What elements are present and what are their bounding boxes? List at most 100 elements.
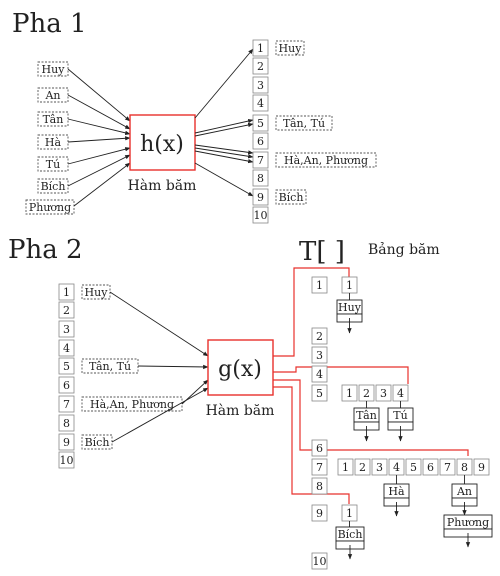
hash-function-h-box — [129, 114, 196, 171]
phase2-slot-column: 1 2 3 4 5 6 7 8 9 10 — [58, 283, 75, 469]
p2-slot-10: 10 — [60, 454, 74, 467]
table-row-9: 9 — [316, 507, 323, 520]
p1-slot-7: 7 — [257, 154, 264, 167]
p1-slot-6: 6 — [257, 135, 264, 148]
p2-value-slot-9: Bích — [85, 436, 110, 449]
table-row-6: 6 — [316, 442, 323, 455]
table-connectors — [273, 267, 469, 504]
hash-function-h-label: h(x) — [140, 132, 184, 157]
sub7-cell-5: 5 — [410, 461, 417, 474]
p2-slot-8: 8 — [63, 417, 70, 430]
hash-function-h-caption: Hàm băm — [128, 177, 197, 194]
phase1-output-arrows — [194, 48, 254, 197]
table-row-10: 10 — [313, 555, 327, 568]
input-phuong: Phương — [29, 201, 71, 214]
p2-slot-7: 7 — [63, 398, 70, 411]
bucket-phuong-label: Phương — [447, 516, 489, 529]
sub7-cell-3: 3 — [376, 461, 383, 474]
p2-slot-6: 6 — [63, 379, 70, 392]
input-an: An — [44, 89, 60, 102]
sub1-cell-1: 1 — [346, 279, 353, 292]
hash-table-caption: Bảng băm — [368, 241, 440, 258]
bucket-node-ha: Hà — [383, 483, 410, 517]
phase1-input-arrows — [67, 68, 131, 207]
sub7-cell-2: 2 — [359, 461, 366, 474]
p2-slot-3: 3 — [63, 323, 70, 336]
p2-slot-5: 5 — [63, 360, 70, 373]
phase2-title: Pha 2 — [8, 235, 83, 265]
bucket-node-huy: Huy — [336, 299, 363, 334]
p1-slot-4: 4 — [257, 97, 264, 110]
bucket-node-bich: Bích — [335, 526, 365, 560]
p1-slot-2: 2 — [257, 60, 264, 73]
phase1-slot-column: 1 2 3 4 5 6 7 8 9 10 — [252, 39, 269, 224]
p1-value-slot-9: Bích — [279, 191, 304, 204]
bucket-node-tu: Tú — [387, 407, 414, 442]
hash-function-g-box — [207, 339, 274, 396]
sub5-cell-2: 2 — [363, 387, 370, 400]
sub7-cell-9: 9 — [478, 461, 485, 474]
sub7-cell-7: 7 — [444, 461, 451, 474]
p1-slot-3: 3 — [257, 79, 264, 92]
sub5-cell-1: 1 — [346, 387, 353, 400]
bucket-bich-label: Bích — [338, 528, 363, 541]
input-bich: Bích — [41, 180, 66, 193]
p1-value-slot-5: Tân, Tú — [283, 117, 325, 130]
p1-slot-9: 9 — [257, 191, 264, 204]
bucket-pointers — [349, 293, 465, 527]
table-row-1: 1 — [316, 279, 323, 292]
table-row-7: 7 — [316, 461, 323, 474]
sub-array-slot7: 1 2 3 4 5 6 7 8 9 — [337, 458, 490, 476]
bucket-ha-label: Hà — [388, 485, 405, 498]
bucket-an-label: An — [456, 485, 472, 498]
input-ha: Hà — [45, 136, 62, 149]
p2-value-slot-7: Hà,An, Phương — [90, 398, 174, 411]
p1-value-slot-7: Hà,An, Phương — [284, 154, 368, 167]
bucket-node-an: An — [451, 483, 478, 516]
sub-array-slot5: 1 2 3 4 — [341, 384, 409, 402]
sub5-cell-3: 3 — [380, 387, 387, 400]
hash-table-title: T[ ] — [299, 237, 345, 267]
p1-slot-10: 10 — [254, 209, 268, 222]
bucket-tan-label: Tân — [356, 409, 377, 422]
hash-function-g-label: g(x) — [218, 357, 262, 382]
hash-table-rows: 1 2 3 4 5 6 7 8 9 10 — [311, 276, 328, 570]
p1-value-slot-1: Huy — [279, 42, 303, 55]
sub9-cell-1: 1 — [346, 507, 353, 520]
table-row-8: 8 — [316, 480, 323, 493]
p1-slot-5: 5 — [257, 117, 264, 130]
table-row-5: 5 — [316, 387, 323, 400]
sub7-cell-6: 6 — [427, 461, 434, 474]
phase1-inputs: Huy An Tân Hà Tú Bích Phương — [25, 61, 75, 215]
phase1-slot-values: Huy Tân, Tú Hà,An, Phương Bích — [275, 40, 377, 205]
p2-slot-9: 9 — [63, 436, 70, 449]
table-row-3: 3 — [316, 349, 323, 362]
p2-value-slot-5: Tân, Tú — [89, 360, 131, 373]
sub5-cell-4: 4 — [397, 387, 404, 400]
sub7-cell-8: 8 — [461, 461, 468, 474]
input-huy: Huy — [42, 63, 66, 76]
p2-slot-1: 1 — [63, 286, 70, 299]
p1-slot-1: 1 — [257, 42, 264, 55]
bucket-tu-label: Tú — [393, 409, 407, 422]
sub-array-slot9: 1 — [341, 504, 358, 522]
p2-slot-4: 4 — [63, 342, 70, 355]
table-row-4: 4 — [316, 368, 323, 381]
table-row-2: 2 — [316, 330, 323, 343]
sub7-cell-4: 4 — [393, 461, 400, 474]
sub-array-slot1: 1 — [341, 276, 358, 294]
p2-value-slot-1: Huy — [85, 286, 109, 299]
phase2-slot-values: Huy Tân, Tú Hà,An, Phương Bích — [81, 284, 183, 450]
sub7-cell-1: 1 — [342, 461, 349, 474]
input-tan: Tân — [43, 113, 64, 126]
p1-slot-8: 8 — [257, 172, 264, 185]
p2-slot-2: 2 — [63, 304, 70, 317]
input-tu: Tú — [46, 158, 60, 171]
phase1-title: Pha 1 — [12, 9, 87, 39]
bucket-huy-label: Huy — [338, 301, 362, 314]
bucket-node-phuong: Phương — [443, 514, 493, 548]
hash-function-g-caption: Hàm băm — [206, 402, 275, 419]
phase2-input-arrows — [109, 291, 209, 443]
